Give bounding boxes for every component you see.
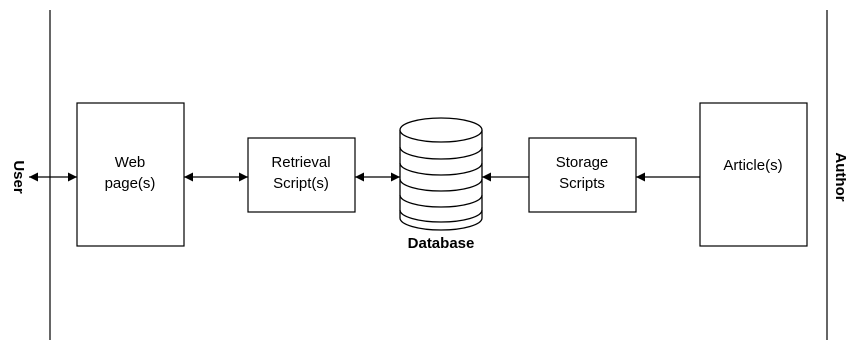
retrieval-script-label-line1: Retrieval [271, 154, 330, 171]
articles-node: Article(s) [699, 102, 808, 247]
database-icon [399, 117, 483, 231]
web-pages-node: Web page(s) [76, 102, 185, 247]
retrieval-script-node: Retrieval Script(s) [247, 137, 356, 213]
storage-scripts-label-line2: Scripts [559, 175, 605, 192]
web-pages-label-line2: page(s) [105, 175, 156, 192]
storage-scripts-label-line1: Storage [556, 154, 609, 171]
retrieval-script-label-line2: Script(s) [273, 175, 329, 192]
articles-label: Article(s) [723, 157, 782, 174]
storage-scripts-node: Storage Scripts [528, 137, 637, 213]
web-pages-label-line1: Web [115, 154, 146, 171]
database-label: Database [408, 235, 475, 252]
author-label: Author [832, 152, 846, 201]
user-label: User [10, 160, 27, 194]
